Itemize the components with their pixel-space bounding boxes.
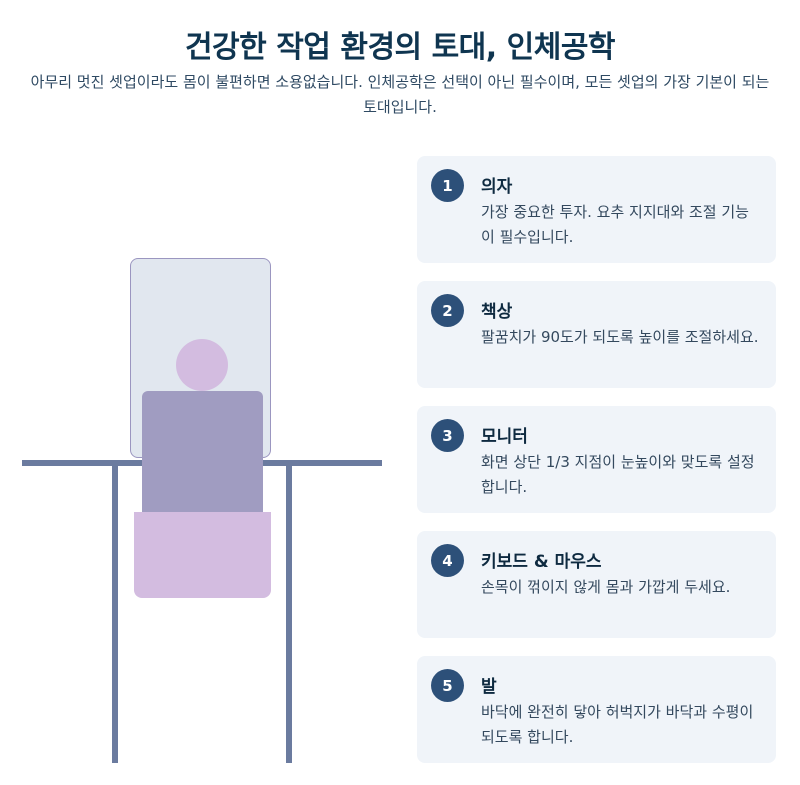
- tip-card-feet: 5 발 바닥에 완전히 닿아 허벅지가 바닥과 수평이 되도록 합니다.: [417, 656, 776, 763]
- number-badge: 2: [431, 294, 464, 327]
- tip-title: 책상: [481, 302, 513, 322]
- tip-description: 팔꿈치가 90도가 되도록 높이를 조절하세요.: [481, 328, 759, 346]
- chair-seat: [134, 512, 271, 598]
- desk-leg-right: [286, 460, 292, 763]
- tip-title: 모니터: [481, 427, 528, 447]
- tip-description: 화면 상단 1/3 지점이 눈높이와 맞도록 설정합니다.: [481, 453, 755, 496]
- tip-card-monitor: 3 모니터 화면 상단 1/3 지점이 눈높이와 맞도록 설정합니다.: [417, 406, 776, 513]
- number-badge: 4: [431, 544, 464, 577]
- page-title: 건강한 작업 환경의 토대, 인체공학: [184, 30, 616, 65]
- tip-card-desk: 2 책상 팔꿈치가 90도가 되도록 높이를 조절하세요.: [417, 281, 776, 388]
- person-head: [176, 339, 228, 391]
- tip-card-keyboard-mouse: 4 키보드 & 마우스 손목이 꺾이지 않게 몸과 가깝게 두세요.: [417, 531, 776, 638]
- tip-title: 키보드 & 마우스: [481, 552, 602, 572]
- ergonomics-tips-list: 1 의자 가장 중요한 투자. 요추 지지대와 조절 기능이 필수입니다. 2 …: [417, 156, 776, 781]
- tip-description: 바닥에 완전히 닿아 허벅지가 바닥과 수평이 되도록 합니다.: [481, 703, 754, 746]
- page-subtitle: 아무리 멋진 셋업이라도 몸이 불편하면 소용없습니다. 인체공학은 선택이 아…: [30, 73, 770, 116]
- tip-description: 가장 중요한 투자. 요추 지지대와 조절 기능이 필수입니다.: [481, 203, 749, 246]
- tip-title: 발: [481, 677, 497, 697]
- tip-description: 손목이 꺾이지 않게 몸과 가깝게 두세요.: [481, 578, 731, 596]
- person-body: [142, 391, 263, 513]
- ergonomic-illustration: [22, 258, 382, 763]
- number-badge: 1: [431, 169, 464, 202]
- desk-leg-left: [112, 460, 118, 763]
- tip-card-chair: 1 의자 가장 중요한 투자. 요추 지지대와 조절 기능이 필수입니다.: [417, 156, 776, 263]
- tip-title: 의자: [481, 177, 513, 197]
- number-badge: 5: [431, 669, 464, 702]
- number-badge: 3: [431, 419, 464, 452]
